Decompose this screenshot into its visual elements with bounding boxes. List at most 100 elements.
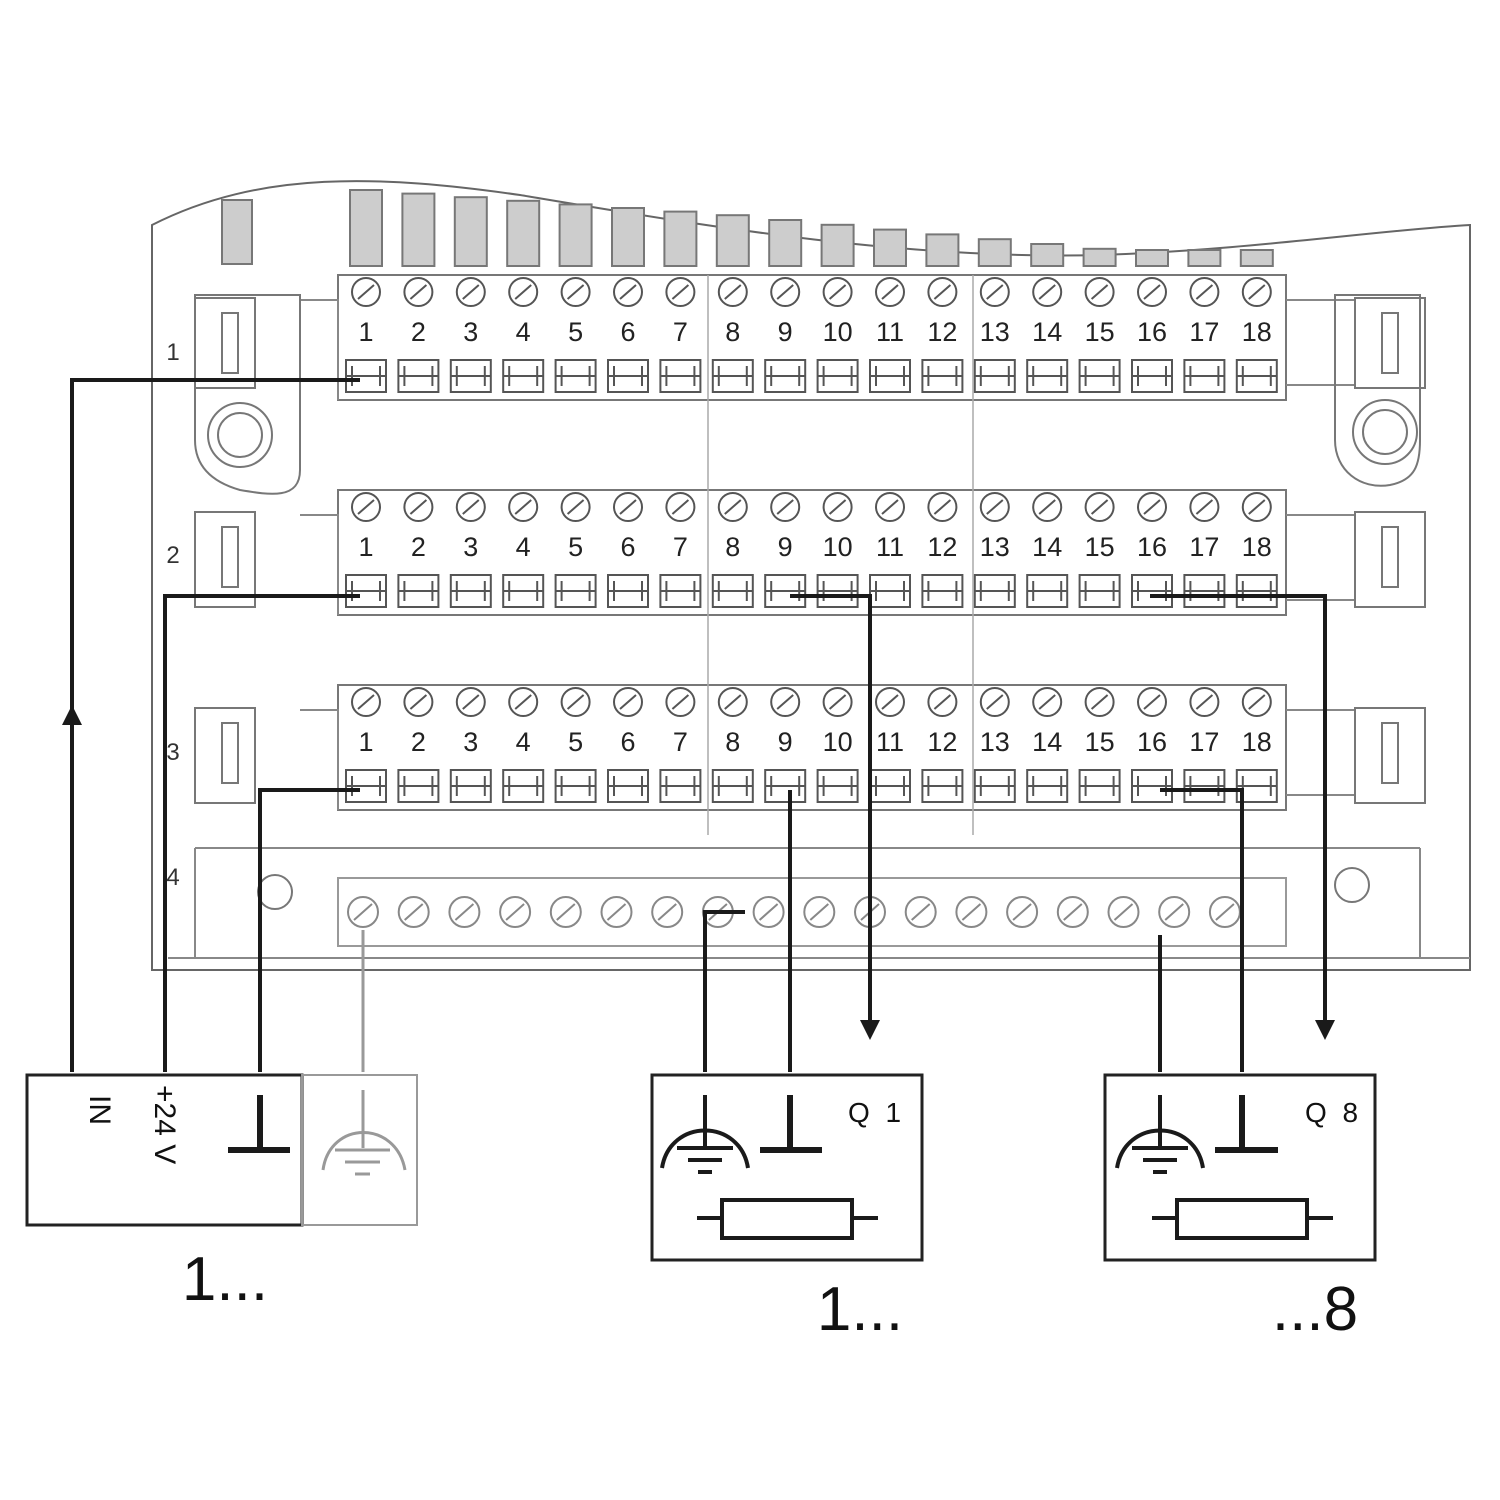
terminal-number: 9 bbox=[778, 317, 793, 347]
q8-caption: ...8 bbox=[1272, 1275, 1358, 1344]
wire-q1 bbox=[790, 594, 880, 1040]
earth-symbol-icon bbox=[1115, 1095, 1205, 1174]
led-window bbox=[1239, 249, 1274, 267]
q1-label: Q 1 bbox=[848, 1097, 905, 1128]
terminal-number: 7 bbox=[673, 532, 688, 562]
terminal-number: 14 bbox=[1032, 317, 1062, 347]
led-window bbox=[401, 192, 436, 268]
terminal-number: 10 bbox=[823, 532, 853, 562]
terminal-number: 1 bbox=[358, 317, 373, 347]
led-window bbox=[1082, 247, 1117, 268]
terminal-number: 15 bbox=[1085, 727, 1115, 757]
terminal-number: 14 bbox=[1032, 532, 1062, 562]
terminal-number: 11 bbox=[876, 727, 904, 757]
earth-symbol-icon bbox=[660, 1095, 750, 1174]
terminal-number: 16 bbox=[1137, 727, 1167, 757]
row-label-4: 4 bbox=[166, 864, 179, 891]
terminal-number: 8 bbox=[725, 532, 740, 562]
terminal-number: 11 bbox=[876, 532, 904, 562]
terminal-number: 10 bbox=[823, 727, 853, 757]
terminal-number: 3 bbox=[463, 727, 478, 757]
led-window bbox=[820, 223, 855, 268]
side-latches bbox=[194, 297, 1426, 804]
ground-symbol-icon bbox=[760, 1095, 822, 1153]
row-label-3: 3 bbox=[166, 739, 179, 766]
wire-q1-earth bbox=[703, 910, 745, 1072]
load-resistor-icon bbox=[1152, 1198, 1333, 1240]
terminal-number: 16 bbox=[1137, 532, 1167, 562]
terminal-number: 8 bbox=[725, 317, 740, 347]
terminal-number: 18 bbox=[1242, 532, 1272, 562]
terminal-number: 16 bbox=[1137, 317, 1167, 347]
input-caption: 1... bbox=[182, 1245, 268, 1314]
terminal-number: 6 bbox=[620, 532, 635, 562]
output-box-q8: Q 8 ...8 bbox=[1103, 1073, 1377, 1344]
load-resistor-icon bbox=[697, 1198, 878, 1240]
wire-gnd bbox=[258, 788, 360, 1072]
status-leds bbox=[221, 189, 1274, 268]
led-window bbox=[715, 214, 750, 267]
led-window bbox=[506, 199, 541, 267]
terminal-number: 4 bbox=[516, 727, 531, 757]
wires bbox=[62, 378, 1335, 1072]
terminal-number: 6 bbox=[620, 727, 635, 757]
led-window bbox=[453, 196, 488, 267]
terminal-number: 17 bbox=[1189, 317, 1219, 347]
terminal-number: 6 bbox=[620, 317, 635, 347]
led-window bbox=[768, 219, 803, 267]
terminal-number: 7 bbox=[673, 727, 688, 757]
led-window bbox=[1135, 249, 1169, 267]
led-window bbox=[1030, 243, 1065, 267]
terminal-number: 9 bbox=[778, 532, 793, 562]
supply-label: +24 V bbox=[148, 1085, 181, 1164]
earth-symbol-icon bbox=[321, 1090, 407, 1176]
terminal-number: 17 bbox=[1189, 727, 1219, 757]
terminal-number: 18 bbox=[1242, 317, 1272, 347]
row-label-2: 2 bbox=[166, 542, 179, 569]
mounting-holes bbox=[194, 294, 1421, 910]
wire-q8 bbox=[1150, 594, 1335, 1040]
led-window bbox=[663, 210, 698, 268]
input-box: IN +24 V 1... bbox=[25, 1073, 418, 1314]
ground-rail bbox=[194, 847, 1421, 958]
wire-q8-gnd bbox=[1160, 788, 1244, 1072]
terminal-number: 12 bbox=[927, 532, 957, 562]
terminal-number: 2 bbox=[411, 727, 426, 757]
terminal-number: 1 bbox=[358, 532, 373, 562]
terminal-number: 3 bbox=[463, 532, 478, 562]
terminal-number: 2 bbox=[411, 532, 426, 562]
terminal-number: 15 bbox=[1085, 532, 1115, 562]
terminal-number: 18 bbox=[1242, 727, 1272, 757]
q1-caption: 1... bbox=[817, 1275, 903, 1344]
led-window bbox=[221, 199, 253, 265]
output-box-q1: Q 1 1... bbox=[650, 1073, 924, 1344]
led-window bbox=[1187, 249, 1222, 267]
terminal-number: 11 bbox=[876, 317, 904, 347]
led-window bbox=[925, 233, 960, 267]
terminal-number: 17 bbox=[1189, 532, 1219, 562]
terminal-number: 13 bbox=[980, 532, 1010, 562]
terminal-number: 15 bbox=[1085, 317, 1115, 347]
terminal-number: 2 bbox=[411, 317, 426, 347]
terminal-number: 12 bbox=[927, 317, 957, 347]
led-window bbox=[977, 238, 1012, 267]
terminal-number: 9 bbox=[778, 727, 793, 757]
terminal-number: 7 bbox=[673, 317, 688, 347]
terminal-number: 14 bbox=[1032, 727, 1062, 757]
row-label-1: 1 bbox=[166, 339, 179, 366]
ground-symbol-icon bbox=[228, 1095, 290, 1153]
terminal-number: 4 bbox=[516, 317, 531, 347]
terminal-number: 5 bbox=[568, 317, 583, 347]
input-label: IN bbox=[83, 1095, 116, 1125]
terminal-number: 4 bbox=[516, 532, 531, 562]
terminal-number: 5 bbox=[568, 727, 583, 757]
led-window bbox=[349, 189, 383, 267]
wire-24v bbox=[163, 594, 360, 1072]
terminal-number: 8 bbox=[725, 727, 740, 757]
terminal-number: 10 bbox=[823, 317, 853, 347]
terminal-number: 13 bbox=[980, 727, 1010, 757]
